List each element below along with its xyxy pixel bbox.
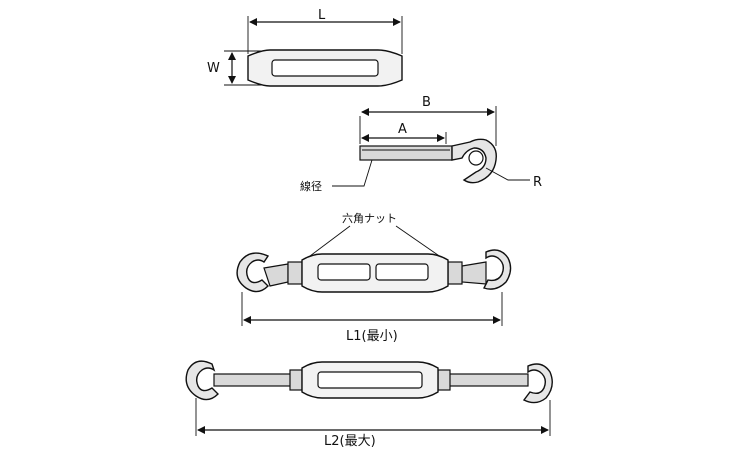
- body-slot-left: [317, 263, 371, 281]
- R-leader: [485, 167, 530, 181]
- label-hex-nut: 六角ナット: [342, 212, 397, 225]
- body-frame-view: L W: [207, 8, 403, 87]
- right-hook-min: [483, 249, 512, 290]
- turnbuckle-min-view: 六角ナット L1(最小): [236, 212, 512, 344]
- label-wire-diameter: 線径: [300, 179, 322, 193]
- hook-part-view: A B R 線径: [300, 95, 542, 193]
- body-slot-max: [317, 371, 423, 389]
- hook-hole: [468, 150, 484, 166]
- label-A: A: [398, 122, 407, 137]
- hook-eye: [451, 138, 497, 184]
- label-R: R: [533, 175, 542, 190]
- hex-nut-right-max: [437, 369, 451, 391]
- right-hook-shank-min: [461, 261, 487, 285]
- label-W: W: [207, 61, 220, 76]
- left-hook-shank-min: [263, 263, 289, 287]
- label-L1: L1(最小): [346, 329, 398, 344]
- right-rod-max: [447, 373, 529, 387]
- label-B: B: [422, 95, 431, 110]
- right-hook-max: [522, 363, 553, 404]
- left-hook-max: [185, 360, 219, 401]
- hex-nut-left-max: [289, 369, 303, 391]
- left-rod-max: [213, 373, 293, 387]
- body-slot: [271, 59, 379, 77]
- wire-diameter-leader: [332, 159, 373, 187]
- turnbuckle-max-view: L2(最大): [185, 360, 553, 449]
- label-L2: L2(最大): [324, 434, 376, 449]
- hex-nut-left: [287, 261, 303, 285]
- left-hook-min: [236, 252, 270, 293]
- body-slot-right: [375, 263, 429, 281]
- label-L: L: [318, 8, 326, 23]
- hex-nut-right: [447, 261, 463, 285]
- hook-shank: [359, 145, 453, 161]
